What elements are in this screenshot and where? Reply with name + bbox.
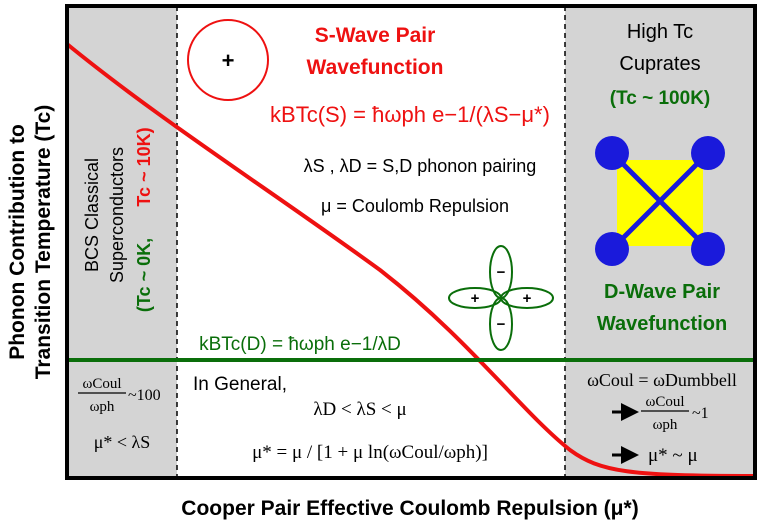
cuprate-ratio-numerator: ωCoul (645, 394, 684, 410)
general-title: In General, (193, 374, 287, 395)
d-wave-minus-bottom: − (497, 316, 506, 333)
d-wave-minus-top: − (497, 264, 506, 281)
bcs-tc-range: (Tc ~ 0K, Tc ~ 10K) (134, 127, 154, 312)
bcs-mu-lambda: μ* < λS (94, 432, 151, 452)
cuprate-tc: (Tc ~ 100K) (610, 88, 711, 109)
s-wave-plus-sign: + (222, 48, 235, 73)
svg-text:(Tc ~ 0K,: (Tc ~ 0K, (134, 238, 154, 312)
x-axis-label: Cooper Pair Effective Coulomb Repulsion … (181, 497, 638, 520)
s-wave-tc-formula: kBTc(S) = ħωph e−1/(λS−μ*) (270, 102, 550, 127)
bcs-ratio-numerator: ωCoul (82, 376, 121, 392)
d-wave-tc-formula: kBTc(D) = ħωph e−1/λD (199, 334, 401, 355)
lambda-definition: λS , λD = S,D phonon pairing (304, 156, 537, 176)
d-wave-title-line2: Wavefunction (597, 313, 727, 335)
cuprate-mu-approx: μ* ~ μ (648, 445, 698, 466)
cuprate-ratio-value: ~1 (692, 405, 709, 422)
svg-text:Phonon Contribution to: Phonon Contribution to (6, 124, 29, 360)
svg-text:Transition Temperature (Tc): Transition Temperature (Tc) (32, 105, 55, 380)
d-wave-plus-left: + (471, 290, 480, 307)
svg-text:Tc ~ 10K): Tc ~ 10K) (134, 127, 154, 206)
d-wave-plus-right: + (523, 290, 532, 307)
d-wave-title: D-Wave Pair (604, 281, 720, 303)
svg-text:BCS Classical: BCS Classical (82, 158, 102, 272)
d-wave-orbital-icon (448, 245, 554, 351)
s-wave-title-line2: Wavefunction (307, 56, 444, 79)
cuprate-dwave-dumbbell-icon (595, 136, 725, 266)
bcs-title: BCS Classical (82, 158, 102, 272)
y-axis-label: Phonon Contribution to Transition Temper… (6, 105, 55, 380)
svg-text:Superconductors: Superconductors (107, 147, 127, 283)
mu-definition: μ = Coulomb Repulsion (321, 196, 509, 216)
bcs-ratio-denominator: ωph (90, 399, 115, 415)
plot-frame (65, 4, 757, 480)
cuprate-ratio-denominator: ωph (653, 417, 678, 433)
s-wave-title: S-Wave Pair (315, 24, 436, 47)
middle-region-background (177, 6, 565, 478)
cuprate-title-line2: Cuprates (619, 53, 700, 75)
effective-mu-formula: μ* = μ / [1 + μ ln(ωCoul/ωph)] (252, 442, 488, 463)
cuprate-title: High Tc (627, 21, 693, 43)
omega-dumbbell-equation: ωCoul = ωDumbbell (587, 370, 737, 390)
bcs-ratio-value: ~100 (128, 387, 161, 404)
bcs-title-line2: Superconductors (107, 147, 127, 283)
general-inequality: λD < λS < μ (313, 399, 406, 420)
s-wave-orbital-icon (187, 19, 269, 101)
s-wave-tc-curve (65, 42, 756, 478)
